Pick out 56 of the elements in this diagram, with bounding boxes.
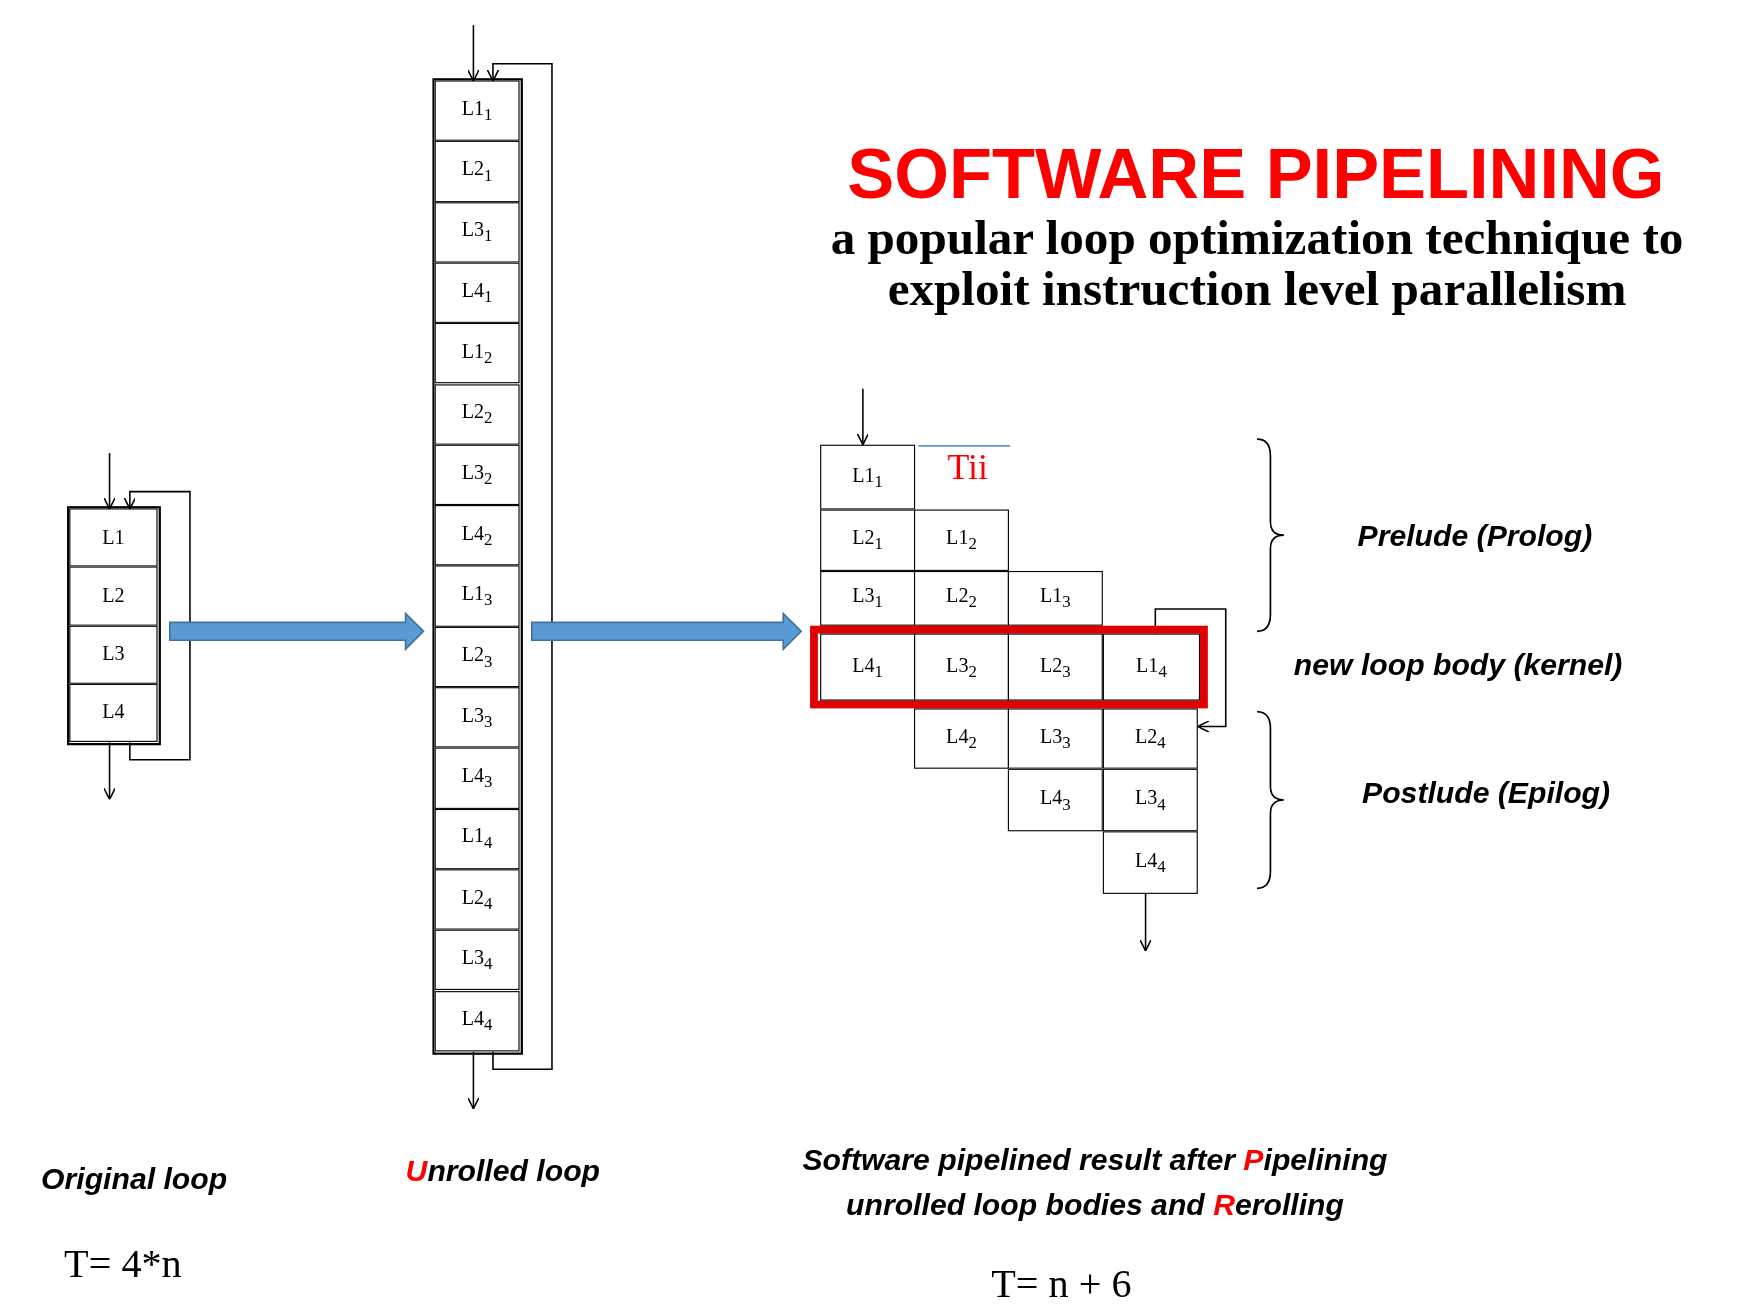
subtitle: a popular loop optimization technique to exploit instruction level parallelism [829,212,1685,316]
title: SOFTWARE PIPELINING [846,134,1666,213]
instruction-block: L4$_{2}$ [914,708,1009,769]
arrow [103,452,116,510]
formula: T= 4*n [63,1240,183,1288]
instruction-block: L2$_{4}$ [434,869,520,930]
arrow [103,741,116,801]
interval-label: Tii [946,446,989,489]
formula: T= n + 6 [990,1260,1133,1308]
instruction-block: L3 [69,625,158,684]
caption: Software pipelined result after Pipelining unrolled loop bodies and Rerolling [801,1142,1389,1224]
instruction-block: L2 [69,566,158,626]
caption: Unrolled loop [404,1153,601,1190]
instruction-block: L1$_{4}$ [434,808,520,870]
instruction-block: L1$_{1}$ [434,80,520,142]
instruction-block: L4$_{2}$ [434,505,520,566]
instruction-block: L3$_{2}$ [434,444,520,506]
instruction-block: L3$_{1}$ [820,570,916,626]
instruction-block: L1$_{2}$ [434,323,520,384]
phase-label: Prelude (Prolog) [1356,518,1594,556]
instruction-block: L1$_{3}$ [1007,570,1103,626]
instruction-block: L2$_{2}$ [434,383,520,445]
caption: Original loop [40,1161,229,1198]
arrow [467,1051,480,1110]
instruction-block: L4$_{1}$ [434,262,520,324]
instruction-block: L1$_{3}$ [434,565,520,627]
instruction-block: L3$_{3}$ [434,687,520,748]
loop-back-arrow [123,490,191,761]
instruction-block: L1$_{2}$ [914,509,1009,571]
instruction-block: L2$_{3}$ [434,626,520,688]
arrow [856,388,870,446]
phase-label: Postlude (Epilog) [1361,775,1612,813]
loop-column [432,78,523,1055]
instruction-block: L1$_{1}$ [820,444,916,510]
instruction-block: L2$_{4}$ [1102,708,1198,769]
loop-back-arrow [486,62,553,1071]
instruction-block: L3$_{3}$ [1007,708,1103,769]
block-arrow [169,611,425,652]
instruction-block: L4$_{3}$ [1007,768,1103,832]
loop-column [67,506,161,746]
instruction-block: L2$_{1}$ [820,509,916,571]
instruction-block: L2$_{2}$ [914,570,1009,626]
arrow [1139,893,1152,952]
instruction-block: L4 [69,683,158,742]
instruction-block: L4$_{3}$ [434,747,520,809]
instruction-block: L3$_{4}$ [1102,768,1198,832]
arrow [467,24,480,82]
instruction-block: L4$_{4}$ [434,990,520,1052]
instruction-block: L3$_{4}$ [434,929,520,991]
instruction-block: L2$_{1}$ [434,141,520,202]
instruction-block: L3$_{1}$ [434,201,520,263]
block-arrow [531,611,803,652]
instruction-block: L1 [69,508,158,567]
instruction-block: L4$_{4}$ [1102,831,1198,894]
loop-back-arrow [1154,608,1227,733]
phase-label: new loop body (kernel) [1292,647,1624,684]
